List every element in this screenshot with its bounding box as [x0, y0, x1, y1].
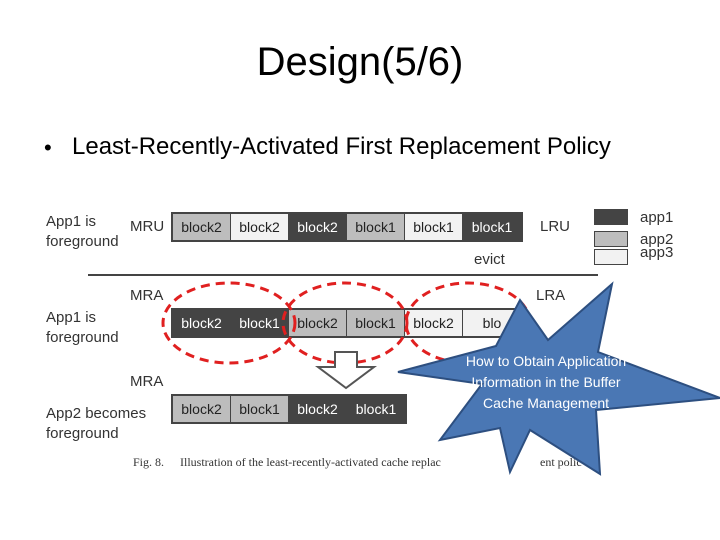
top-state-label-line2: foreground — [46, 233, 119, 250]
legend-item: app2 — [594, 228, 673, 250]
legend-swatch — [594, 249, 628, 265]
cache-block: block2 — [173, 214, 231, 240]
cache-block: block2 — [289, 310, 347, 336]
legend-label: app2 — [640, 230, 674, 248]
legend-swatch — [594, 231, 628, 247]
starburst-callout-shape — [397, 281, 720, 476]
bottom-state-label-line2: foreground — [46, 425, 119, 442]
legend-label: app3 — [640, 243, 674, 261]
top-state-label: App1 is foreground — [46, 212, 119, 252]
legend-item: app3 — [594, 243, 674, 265]
bottom-state-label-line1: App2 becomes — [46, 405, 147, 422]
cache-block: block2 — [289, 214, 347, 240]
figure-caption-number: Fig. 8. — [133, 455, 165, 469]
cache-block: block2 — [405, 310, 463, 336]
legend-item: app1 — [594, 206, 673, 228]
cache-block: block2 — [173, 396, 231, 422]
mra-label-2: MRA — [130, 373, 164, 390]
cache-block: block1 — [405, 214, 463, 240]
legend-swatch — [594, 209, 628, 225]
cache-block: block1 — [347, 310, 405, 336]
cache-block: block2 — [289, 396, 347, 422]
cache-block: block1 — [231, 396, 289, 422]
lru-label: LRU — [540, 218, 571, 235]
callout-line-3: Cache Management — [482, 395, 610, 411]
divider — [88, 274, 598, 276]
mru-label: MRU — [130, 218, 165, 235]
lra-label: LRA — [536, 287, 566, 304]
group-circle-app1 — [161, 281, 297, 365]
legend: app1 app2 app3 — [594, 206, 674, 265]
callout-text: How to Obtain Application Information in… — [436, 351, 656, 414]
callout-line-2: Information in the Buffer — [471, 374, 621, 390]
cache-block: block2 — [231, 214, 289, 240]
bullet-marker: • — [44, 135, 52, 160]
mid-state-label-line2: foreground — [46, 329, 119, 346]
down-arrow-icon — [315, 351, 377, 390]
cache-block: block1 — [231, 310, 289, 336]
top-state-label-line1: App1 is — [46, 213, 97, 230]
mra-label-1: MRA — [130, 287, 164, 304]
legend-label: app1 — [640, 208, 674, 226]
figure-caption-text: Illustration of the least-recently-activ… — [180, 455, 441, 469]
bullet-text: Least-Recently-Activated First Replaceme… — [72, 133, 611, 160]
bottom-state-label: App2 becomes foreground — [46, 404, 146, 444]
cache-block: block1 — [347, 396, 405, 422]
cache-block: block2 — [173, 310, 231, 336]
callout-line-1: How to Obtain Application — [465, 353, 627, 369]
cache-block: block1 — [463, 214, 521, 240]
slide-title: Design(5/6) — [256, 40, 464, 84]
mid-state-label-line1: App1 is — [46, 309, 97, 326]
mid-state-label: App1 is foreground — [46, 308, 119, 348]
cache-block: block1 — [347, 214, 405, 240]
figure-caption-tail: ent polic — [540, 455, 582, 469]
evict-label: evict — [474, 251, 505, 268]
